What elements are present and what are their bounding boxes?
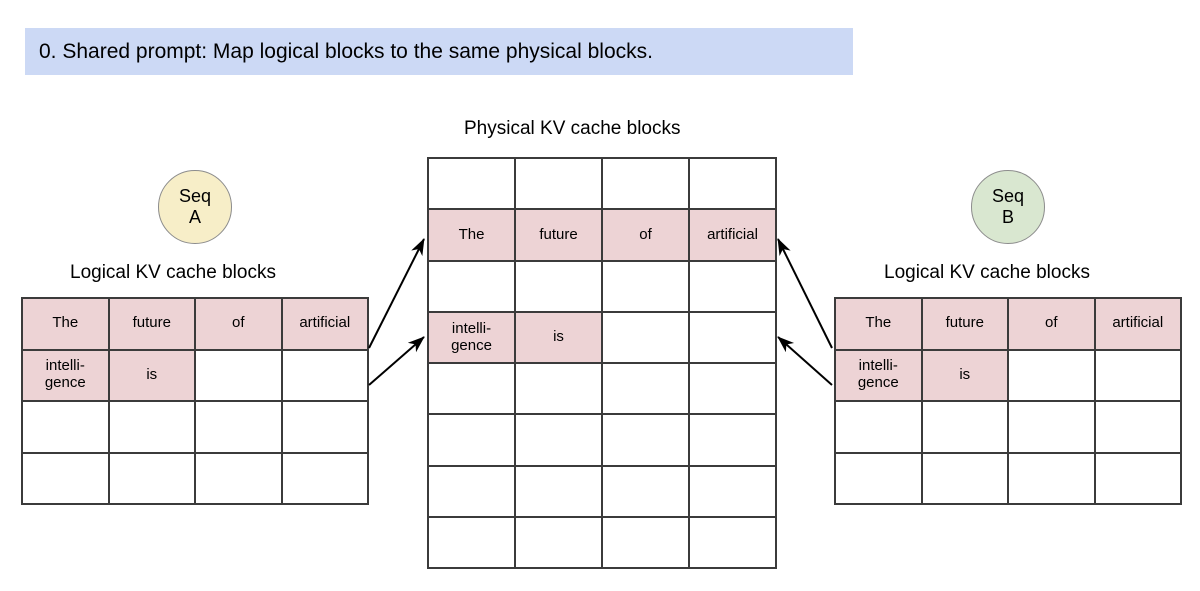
physical-grid-row: [429, 415, 777, 467]
seq-a-logical-grid-cell: [23, 453, 110, 505]
physical-grid-cell: [516, 261, 603, 313]
physical-grid-cell: [690, 518, 777, 570]
seq-a-logical-grid-cell: [196, 350, 283, 402]
seq-a-logical-grid-row: [23, 453, 369, 505]
prompt-banner-text: 0. Shared prompt: Map logical blocks to …: [39, 40, 653, 63]
physical-grid-cell: [603, 415, 690, 467]
seq-b-logical-grid-row: [836, 402, 1182, 454]
physical-grid-cell: intelli- gence: [429, 312, 516, 365]
physical-grid-cell: [603, 159, 690, 211]
physical-grid-row: [429, 466, 777, 519]
physical-grid-row: [429, 518, 777, 570]
seq-a-logical-grid-cell: of: [196, 299, 283, 351]
seq-b-logical-grid-cell: [1095, 453, 1182, 505]
seq-b-logical-grid-cell: [1095, 402, 1182, 454]
physical-grid-cell: is: [516, 312, 603, 365]
seq-b-logical-grid-cell: [836, 402, 923, 454]
seq-a-badge: Seq A: [158, 170, 232, 244]
seq-b-logical-grid-cell: is: [922, 350, 1009, 402]
seq-b-logical-grid-cell: [1009, 453, 1096, 505]
seq-a-logical-grid-row: [23, 402, 369, 454]
arrow-seq-a-row1-to-physical-row2: [368, 238, 425, 349]
physical-grid-row: [429, 261, 777, 313]
seq-b-logical-grid-row: [836, 453, 1182, 505]
seq-a-logical-grid-cell: [282, 350, 369, 402]
physical-grid-cell: The: [429, 210, 516, 262]
seq-a-logical-grid-cell: [109, 402, 196, 454]
seq-a-caption: Logical KV cache blocks: [70, 262, 276, 283]
prompt-banner: 0. Shared prompt: Map logical blocks to …: [25, 28, 853, 75]
physical-grid-cell: future: [516, 210, 603, 262]
physical-grid-cell: [603, 518, 690, 570]
physical-grid-cell: [516, 518, 603, 570]
physical-grid-cell: [516, 415, 603, 467]
physical-grid-cell: [516, 466, 603, 519]
arrow-seq-a-row2-to-physical-row4: [368, 336, 425, 386]
seq-b-logical-grid-cell: The: [836, 299, 923, 351]
seq-b-logical-grid-cell: [922, 453, 1009, 505]
physical-grid-cell: [516, 364, 603, 416]
seq-b-badge-line1: Seq: [991, 186, 1025, 207]
physical-grid-cell: [690, 364, 777, 416]
physical-grid-cell: [429, 466, 516, 519]
physical-grid-cell: [429, 159, 516, 211]
arrow-seq-b-row2-to-physical-row4: [777, 336, 833, 386]
physical-grid-row: [429, 159, 777, 211]
seq-b-logical-grid-cell: [922, 402, 1009, 454]
physical-grid-cell: of: [603, 210, 690, 262]
seq-b-badge-line2: B: [1001, 207, 1014, 227]
seq-a-logical-grid-cell: [196, 453, 283, 505]
physical-grid-cell: [516, 159, 603, 211]
seq-a-logical-grid-cell: [109, 453, 196, 505]
physical-grid-cell: [429, 415, 516, 467]
physical-grid-cell: [429, 364, 516, 416]
seq-a-logical-grid-cell: is: [109, 350, 196, 402]
seq-b-logical-grid-cell: artificial: [1095, 299, 1182, 351]
physical-grid-cell: [603, 364, 690, 416]
seq-a-logical-grid-cell: intelli- gence: [23, 350, 110, 402]
physical-grid-cell: [690, 466, 777, 519]
arrow-seq-b-row1-to-physical-row2: [777, 238, 833, 349]
seq-b-logical-grid-cell: intelli- gence: [836, 350, 923, 402]
seq-a-logical-grid-cell: [282, 402, 369, 454]
seq-b-logical-grid-cell: [1009, 350, 1096, 402]
physical-grid-cell: [603, 312, 690, 365]
physical-grid-row: [429, 364, 777, 416]
seq-a-logical-grid-cell: [282, 453, 369, 505]
seq-b-logical-grid-cell: [1095, 350, 1182, 402]
seq-a-logical-grid-cell: [23, 402, 110, 454]
seq-a-logical-grid-cell: artificial: [282, 299, 369, 351]
physical-grid-cell: [690, 312, 777, 365]
seq-b-logical-grid-cell: future: [922, 299, 1009, 351]
physical-grid-cell: [429, 261, 516, 313]
seq-a-badge-line2: A: [188, 207, 201, 227]
seq-b-caption: Logical KV cache blocks: [884, 262, 1090, 283]
physical-grid-cell: [603, 466, 690, 519]
physical-grid-cell: [429, 518, 516, 570]
seq-b-logical-grid-cell: of: [1009, 299, 1096, 351]
seq-a-logical-grid-cell: future: [109, 299, 196, 351]
seq-a-badge-line1: Seq: [178, 186, 212, 207]
physical-caption: Physical KV cache blocks: [464, 118, 681, 139]
physical-grid-cell: [690, 415, 777, 467]
seq-b-logical-grid-cell: [1009, 402, 1096, 454]
seq-a-logical-grid-cell: The: [23, 299, 110, 351]
seq-b-badge: Seq B: [971, 170, 1045, 244]
seq-a-logical-grid-cell: [196, 402, 283, 454]
physical-grid-cell: [603, 261, 690, 313]
seq-b-logical-grid-cell: [836, 453, 923, 505]
physical-grid-cell: artificial: [690, 210, 777, 262]
physical-grid-cell: [690, 159, 777, 211]
physical-grid-cell: [690, 261, 777, 313]
